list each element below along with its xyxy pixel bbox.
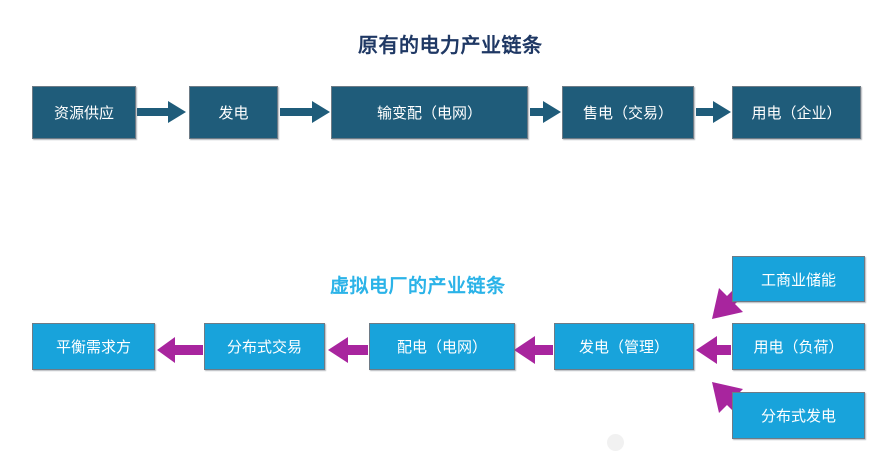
node-distribution-grid[interactable]: 配电（电网） (369, 323, 515, 370)
node-transmission-distribution-grid[interactable]: 输变配（电网） (331, 86, 528, 139)
node-balancing-demand-side[interactable]: 平衡需求方 (32, 323, 155, 370)
node-load-consumption[interactable]: 用电（负荷） (732, 323, 865, 370)
arrow-distributed-trade-to-balance (157, 337, 203, 363)
traditional-chain-title: 原有的电力产业链条 (358, 35, 543, 57)
arrow-distribution-to-distributed-trade (328, 337, 368, 363)
node-commercial-industrial-storage[interactable]: 工商业储能 (732, 256, 865, 302)
arrow-transmission-to-sales (530, 101, 561, 123)
node-resource-supply[interactable]: 资源供应 (32, 86, 136, 139)
node-power-generation[interactable]: 发电 (189, 86, 278, 139)
node-electricity-sales-trading[interactable]: 售电（交易） (562, 86, 694, 139)
arrow-load-to-generation-mgmt (696, 336, 731, 364)
watermark-logo-icon (607, 434, 624, 451)
arrow-resource-to-generation (137, 101, 186, 123)
arrow-generation-mgmt-to-distribution (514, 336, 553, 364)
virtual-power-plant-chain-title: 虚拟电厂的产业链条 (330, 276, 506, 297)
node-distributed-generation[interactable]: 分布式发电 (732, 392, 865, 439)
node-generation-management[interactable]: 发电（管理） (554, 323, 694, 370)
node-electricity-consumption-enterprise[interactable]: 用电（企业） (732, 86, 861, 139)
watermark (607, 432, 877, 453)
arrow-sales-to-consumption (696, 101, 731, 123)
node-distributed-trading[interactable]: 分布式交易 (204, 323, 325, 370)
arrow-generation-to-transmission (280, 101, 330, 123)
